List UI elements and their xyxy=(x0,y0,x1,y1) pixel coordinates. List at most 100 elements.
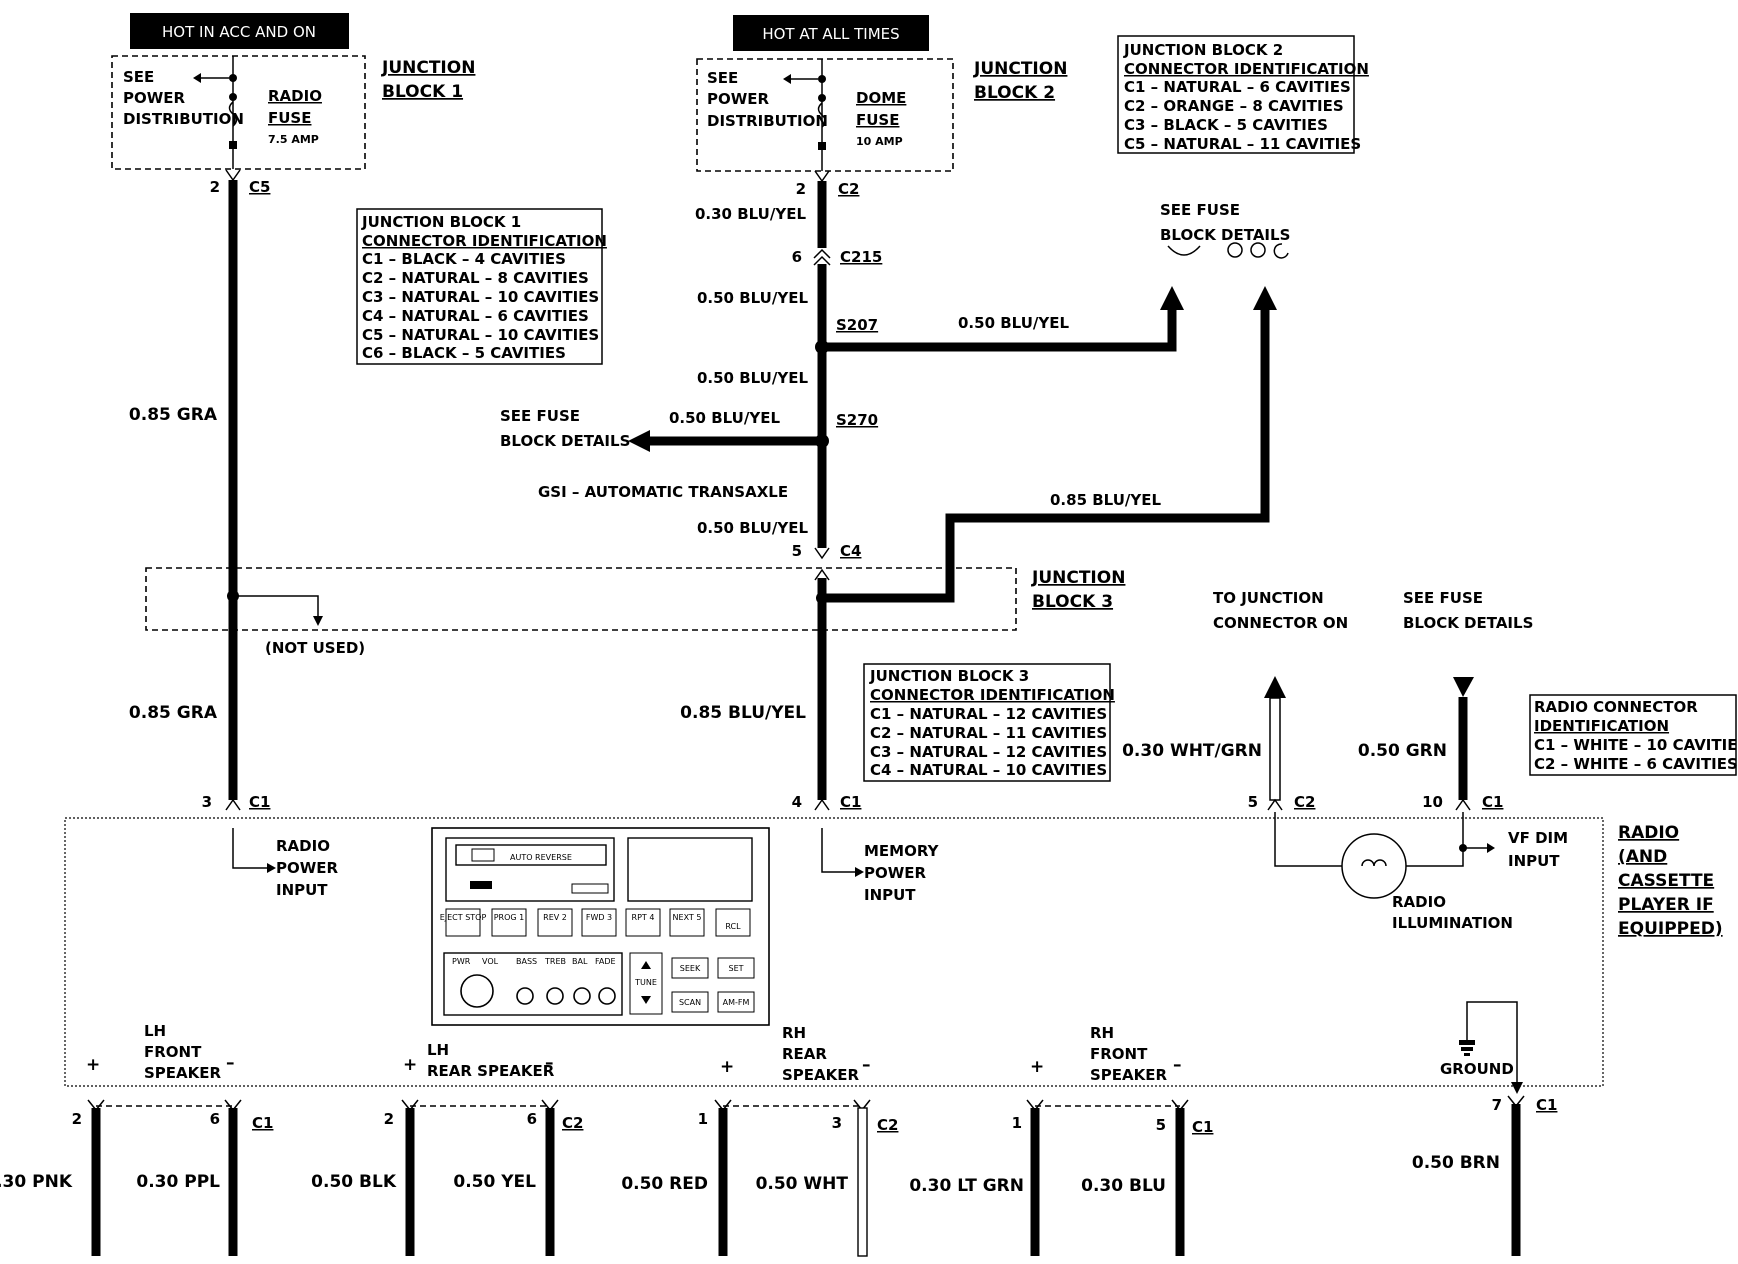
radio-connector-ident: RADIO CONNECTOR IDENTIFICATION C1 – WHIT… xyxy=(1529,694,1738,776)
svg-text:JUNCTION: JUNCTION xyxy=(381,58,475,78)
svg-text:RADIO: RADIO xyxy=(1392,893,1446,911)
svg-text:REAR SPEAKER: REAR SPEAKER xyxy=(427,1062,555,1080)
svg-text:0.50 BRN: 0.50 BRN xyxy=(1412,1153,1500,1173)
svg-text:VF DIM: VF DIM xyxy=(1508,829,1568,847)
svg-text:+: + xyxy=(720,1057,734,1077)
svg-text:0.30 BLU/YEL: 0.30 BLU/YEL xyxy=(695,205,806,223)
svg-text:2: 2 xyxy=(384,1110,394,1128)
svg-text:S270: S270 xyxy=(836,411,878,429)
svg-text:3: 3 xyxy=(202,793,212,811)
svg-text:0.50 BLK: 0.50 BLK xyxy=(311,1172,397,1192)
svg-text:4: 4 xyxy=(792,793,802,811)
svg-text:EQUIPPED): EQUIPPED) xyxy=(1618,919,1723,939)
svg-text:C1 – NATURAL – 6 CAVITIES: C1 – NATURAL – 6 CAVITIES xyxy=(1124,78,1351,96)
svg-text:C2: C2 xyxy=(562,1114,583,1132)
jb3-connector-ident: JUNCTION BLOCK 3 CONNECTOR IDENTIFICATIO… xyxy=(863,663,1115,782)
svg-text:C2: C2 xyxy=(838,180,859,198)
svg-text:BAL: BAL xyxy=(572,957,588,966)
svg-text:ILLUMINATION: ILLUMINATION xyxy=(1392,914,1513,932)
svg-text:0.30 WHT/GRN: 0.30 WHT/GRN xyxy=(1122,741,1262,761)
svg-text:6: 6 xyxy=(792,248,802,266)
svg-text:0.50 BLU/YEL: 0.50 BLU/YEL xyxy=(958,314,1069,332)
svg-text:BLOCK 1: BLOCK 1 xyxy=(382,82,463,102)
svg-text:RH: RH xyxy=(782,1024,806,1042)
radio-unit-box: RADIO (AND CASSETTE PLAYER IF EQUIPPED) xyxy=(64,817,1723,1087)
svg-text:SEE FUSE: SEE FUSE xyxy=(1160,201,1240,219)
svg-text:C2 – NATURAL – 8 CAVITIES: C2 – NATURAL – 8 CAVITIES xyxy=(362,269,589,287)
svg-text:FWD 3: FWD 3 xyxy=(586,913,612,922)
svg-text:+: + xyxy=(403,1055,417,1075)
treble-knob xyxy=(546,987,564,1005)
junction-block-2-fuse-box: SEE POWER DISTRIBUTION DOME FUSE 10 AMP xyxy=(696,58,954,172)
svg-text:C3 – BLACK – 5 CAVITIES: C3 – BLACK – 5 CAVITIES xyxy=(1124,116,1328,134)
svg-text:–: – xyxy=(545,1053,554,1073)
svg-text:C1: C1 xyxy=(252,1114,273,1132)
svg-text:C1: C1 xyxy=(1192,1118,1213,1136)
svg-text:RADIO CONNECTOR: RADIO CONNECTOR xyxy=(1534,698,1698,716)
svg-text:SEE: SEE xyxy=(123,68,154,86)
wire-lt-grn: 1 0.30 LT GRN xyxy=(909,1099,1044,1256)
center-memory-power-wire: 2 C2 0.30 BLU/YEL 6 C215 0.50 BLU/YEL S2… xyxy=(500,170,940,904)
wire-blu: 5 C1 0.30 BLU xyxy=(1081,1099,1213,1256)
svg-text:PLAYER IF: PLAYER IF xyxy=(1618,895,1714,915)
svg-text:BLOCK 2: BLOCK 2 xyxy=(974,83,1055,103)
svg-text:0.50 BLU/YEL: 0.50 BLU/YEL xyxy=(697,289,808,307)
svg-text:C4 – NATURAL – 10 CAVITIES: C4 – NATURAL – 10 CAVITIES xyxy=(870,761,1107,779)
jb3-branch-wire: 0.85 BLU/YEL xyxy=(822,286,1277,603)
svg-text:FUSE: FUSE xyxy=(268,109,311,127)
svg-text:C1: C1 xyxy=(840,793,861,811)
speaker-lh-rear: + LH REAR SPEAKER – xyxy=(403,1041,555,1080)
svg-text:C2 – NATURAL – 11 CAVITIES: C2 – NATURAL – 11 CAVITIES xyxy=(870,724,1107,742)
svg-text:FUSE: FUSE xyxy=(856,111,899,129)
svg-text:HOT IN ACC AND ON: HOT IN ACC AND ON xyxy=(162,23,316,41)
speaker-lh-front: + LH FRONT SPEAKER – xyxy=(86,1022,235,1082)
svg-text:0.50 WHT: 0.50 WHT xyxy=(756,1174,849,1194)
wire-wht: 3 C2 0.50 WHT xyxy=(756,1099,898,1257)
svg-text:POWER: POWER xyxy=(276,859,339,877)
svg-text:PROG 1: PROG 1 xyxy=(494,913,525,922)
svg-text:CONNECTOR ON: CONNECTOR ON xyxy=(1213,614,1348,632)
svg-text:C5 – NATURAL – 11 CAVITIES: C5 – NATURAL – 11 CAVITIES xyxy=(1124,135,1361,153)
hot-at-all-times-label: HOT AT ALL TIMES xyxy=(733,15,929,51)
svg-text:7: 7 xyxy=(1492,1096,1502,1114)
svg-text:–: – xyxy=(862,1055,871,1075)
svg-text:DOME: DOME xyxy=(856,89,906,107)
svg-text:(AND: (AND xyxy=(1618,847,1667,867)
left-radio-power-wire: 2 C5 0.85 GRA (NOT USED) 0.85 GRA 3 C1 R… xyxy=(129,169,365,899)
svg-text:SPEAKER: SPEAKER xyxy=(144,1064,222,1082)
svg-text:0.85 GRA: 0.85 GRA xyxy=(129,405,218,425)
svg-text:RPT 4: RPT 4 xyxy=(632,913,655,922)
svg-text:SCAN: SCAN xyxy=(679,998,701,1007)
svg-text:0.30 PPL: 0.30 PPL xyxy=(136,1172,220,1192)
svg-text:5: 5 xyxy=(792,542,802,560)
wire-ppl: 6 C1 0.30 PPL xyxy=(136,1099,273,1256)
hot-in-acc-label: HOT IN ACC AND ON xyxy=(130,13,349,49)
svg-text:0.50 GRN: 0.50 GRN xyxy=(1358,741,1447,761)
svg-text:POWER: POWER xyxy=(123,89,186,107)
svg-text:JUNCTION BLOCK 3: JUNCTION BLOCK 3 xyxy=(869,667,1029,685)
jb1-connector-ident: JUNCTION BLOCK 1 CONNECTOR IDENTIFICATIO… xyxy=(356,208,607,365)
svg-text:REAR: REAR xyxy=(782,1045,827,1063)
svg-text:INPUT: INPUT xyxy=(276,881,328,899)
svg-text:5: 5 xyxy=(1156,1116,1166,1134)
svg-text:C1: C1 xyxy=(1536,1096,1557,1114)
svg-text:GROUND: GROUND xyxy=(1440,1060,1514,1078)
preset-buttons: EJECT STOP PROG 1 REV 2 FWD 3 RPT 4 NEXT… xyxy=(440,908,751,937)
wire-yel: 6 C2 0.50 YEL xyxy=(453,1099,583,1256)
s207-branch-wire: 0.50 BLU/YEL xyxy=(822,286,1184,352)
svg-text:BLOCK DETAILS: BLOCK DETAILS xyxy=(500,432,630,450)
svg-text:AUTO REVERSE: AUTO REVERSE xyxy=(510,853,572,862)
svg-text:–: – xyxy=(226,1053,235,1073)
svg-text:C6 – BLACK – 5 CAVITIES: C6 – BLACK – 5 CAVITIES xyxy=(362,344,566,362)
svg-text:C2 – ORANGE – 8 CAVITIES: C2 – ORANGE – 8 CAVITIES xyxy=(1124,97,1344,115)
svg-text:7.5 AMP: 7.5 AMP xyxy=(268,133,319,146)
svg-text:1: 1 xyxy=(698,1110,708,1128)
svg-text:INPUT: INPUT xyxy=(1508,852,1560,870)
svg-text:+: + xyxy=(1030,1057,1044,1077)
junction-block-2-title: JUNCTION BLOCK 2 xyxy=(973,59,1067,103)
svg-text:BLOCK DETAILS: BLOCK DETAILS xyxy=(1403,614,1533,632)
ground-symbol: GROUND xyxy=(1440,1001,1523,1094)
svg-text:C1 – BLACK – 4 CAVITIES: C1 – BLACK – 4 CAVITIES xyxy=(362,250,566,268)
jb2-connector-ident: JUNCTION BLOCK 2 CONNECTOR IDENTIFICATIO… xyxy=(1117,35,1369,154)
